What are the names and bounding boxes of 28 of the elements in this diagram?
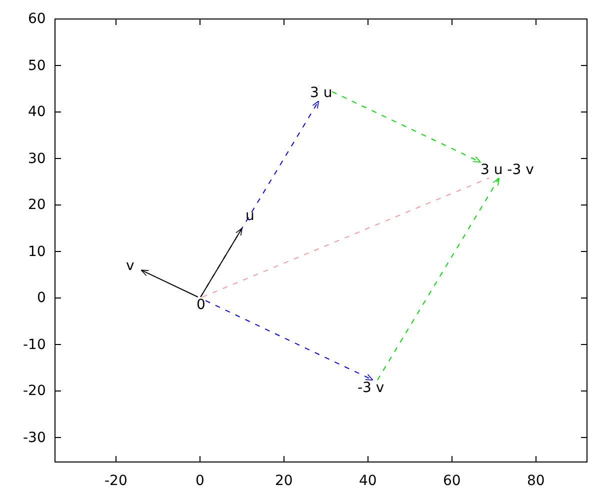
tick-label: 50 — [28, 58, 46, 74]
tick-label: 0 — [196, 473, 204, 489]
vector-label: 3 u -3 v — [480, 162, 534, 178]
tick-label: -20 — [104, 473, 128, 489]
vector-arrow — [200, 228, 242, 298]
vector-arrow — [332, 91, 481, 163]
tick-label: 20 — [28, 197, 46, 213]
vector-label: 3 u — [310, 85, 332, 101]
vector-label: u — [246, 208, 254, 224]
tick-label: 40 — [359, 473, 377, 489]
tick-label: 40 — [28, 104, 46, 120]
tick-label: -20 — [23, 383, 46, 399]
vector-arrow — [140, 270, 198, 298]
tick-label: 20 — [275, 473, 293, 489]
vector-label: v — [126, 258, 134, 274]
vector-arrow — [205, 300, 374, 380]
tick-label: 30 — [28, 150, 46, 166]
vector-arrow — [376, 178, 500, 380]
tick-label: 60 — [443, 473, 461, 489]
vector-label: -3 v — [358, 380, 384, 396]
dotted-line — [202, 178, 490, 298]
tick-label: 0 — [37, 290, 46, 306]
tick-label: 60 — [28, 11, 46, 27]
tick-label: -10 — [23, 336, 46, 352]
tick-label: -30 — [23, 430, 46, 446]
vector-label: 0 — [196, 297, 206, 313]
tick-label: 10 — [28, 244, 46, 260]
tick-label: 80 — [527, 473, 545, 489]
